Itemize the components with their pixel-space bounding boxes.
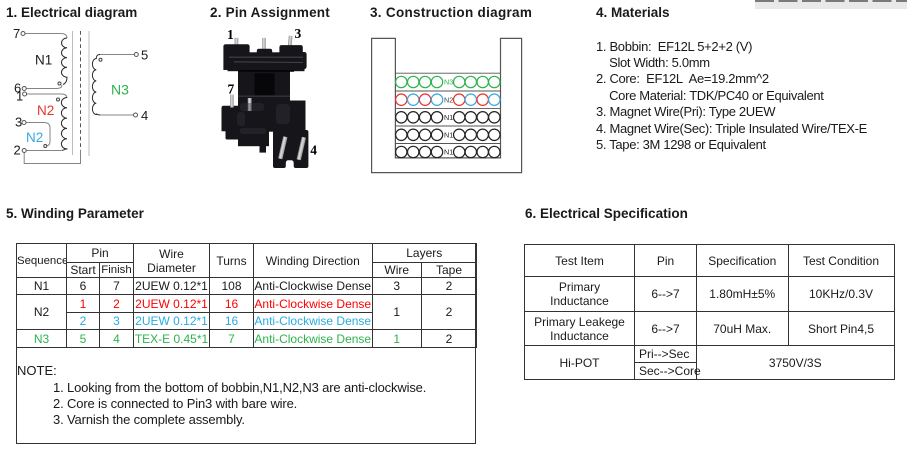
svg-text:N1: N1 <box>444 148 453 157</box>
svg-text:1: 1 <box>227 28 234 42</box>
svg-text:N2: N2 <box>37 103 54 118</box>
svg-text:4: 4 <box>310 142 317 157</box>
svg-text:3: 3 <box>15 115 22 130</box>
svg-text:N3: N3 <box>111 82 129 98</box>
svg-text:N2: N2 <box>444 95 453 104</box>
svg-text:4: 4 <box>141 108 148 123</box>
svg-text:N2: N2 <box>26 130 43 145</box>
svg-text:1: 1 <box>16 89 23 104</box>
svg-text:2: 2 <box>14 143 21 158</box>
svg-text:N1: N1 <box>35 53 52 68</box>
svg-text:7: 7 <box>228 81 235 96</box>
svg-text:5: 5 <box>141 48 148 63</box>
svg-text:N3: N3 <box>444 78 453 87</box>
svg-text:6: 6 <box>14 81 21 96</box>
svg-text:7: 7 <box>13 26 20 41</box>
svg-text:3: 3 <box>295 28 302 41</box>
svg-text:N1: N1 <box>444 113 453 122</box>
svg-text:N1: N1 <box>444 130 453 139</box>
